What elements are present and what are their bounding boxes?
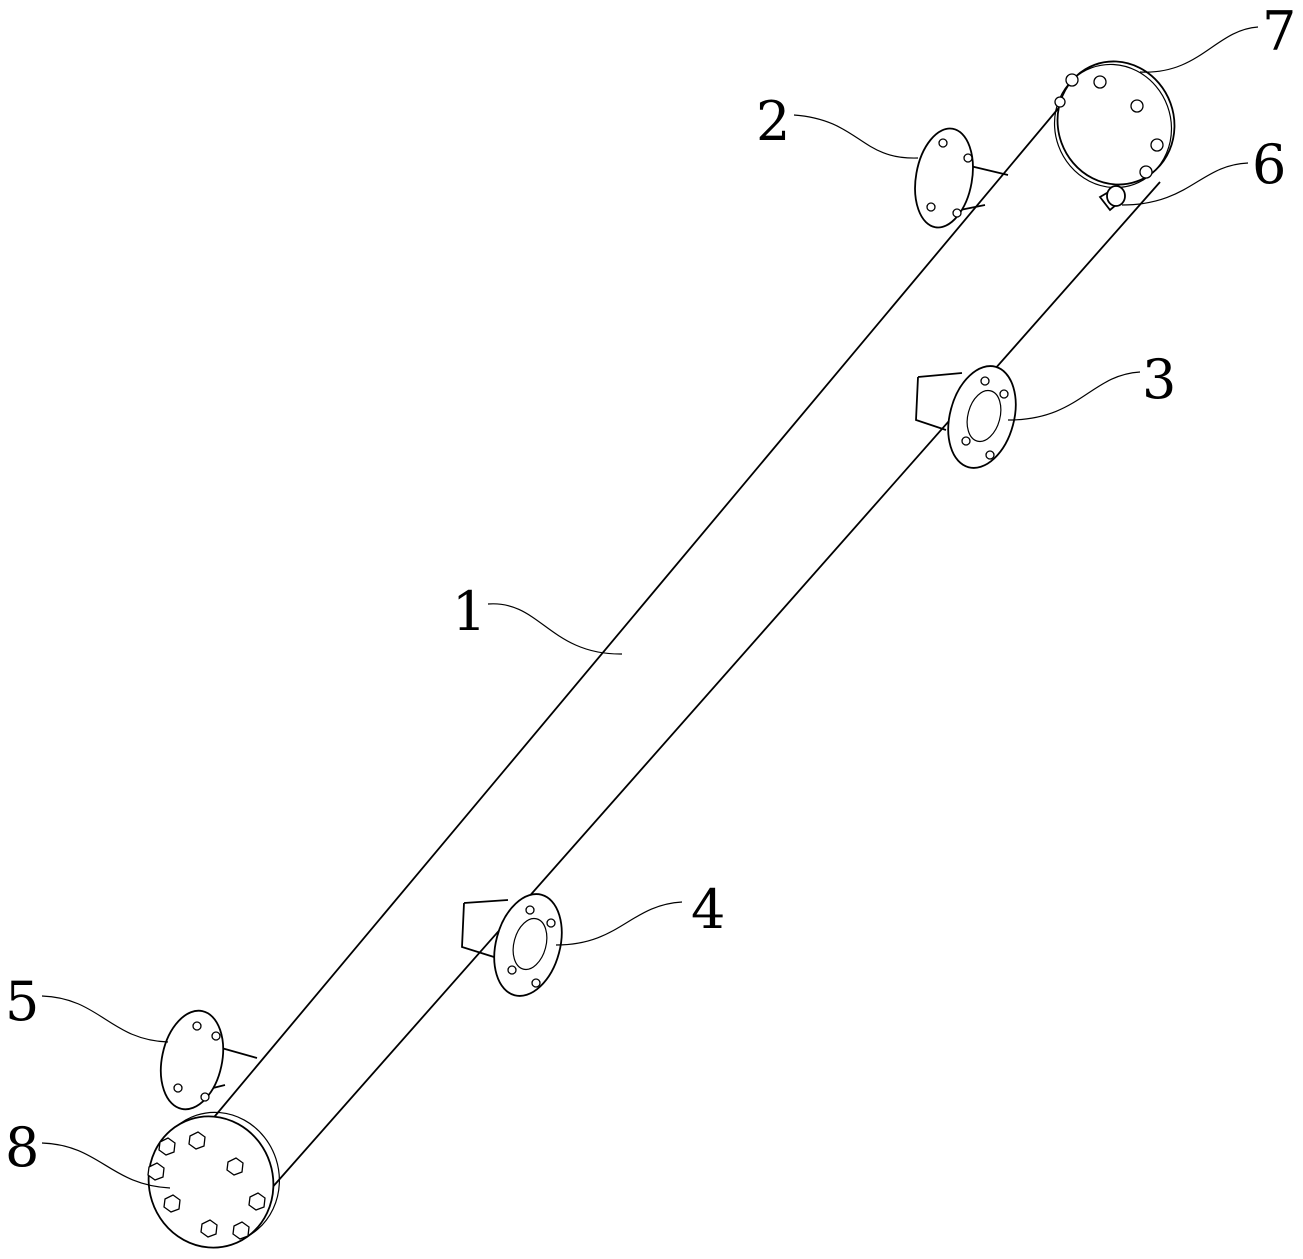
- label-4: 4: [691, 878, 725, 941]
- label-1: 1: [452, 580, 486, 643]
- leader-2: [793, 114, 919, 159]
- leader-7: [1139, 26, 1259, 73]
- top-end-flange: [1053, 60, 1176, 189]
- label-3: 3: [1142, 348, 1176, 411]
- bottom-end-flange: [147, 1111, 280, 1249]
- leader-4: [555, 901, 683, 946]
- leader-6: [1121, 162, 1249, 206]
- lower-middle-nozzle: [461, 893, 563, 997]
- label-6: 6: [1252, 133, 1286, 196]
- lower-left-nozzle: [159, 1009, 258, 1111]
- small-fitting: [1098, 185, 1126, 212]
- upper-left-nozzle: [914, 127, 1009, 229]
- upper-right-nozzle: [915, 365, 1017, 469]
- leader-1: [487, 603, 623, 655]
- label-8: 8: [5, 1116, 39, 1179]
- main-pipe: [204, 103, 1161, 1191]
- leader-lines: [41, 26, 1259, 1189]
- leader-3: [1007, 371, 1141, 421]
- leader-5: [41, 995, 169, 1043]
- label-7: 7: [1262, 0, 1296, 63]
- label-5: 5: [5, 970, 39, 1033]
- callout-labels: 1 2 3 4 5 6 7 8: [5, 0, 1296, 1179]
- label-2: 2: [756, 90, 790, 153]
- leader-8: [41, 1142, 171, 1189]
